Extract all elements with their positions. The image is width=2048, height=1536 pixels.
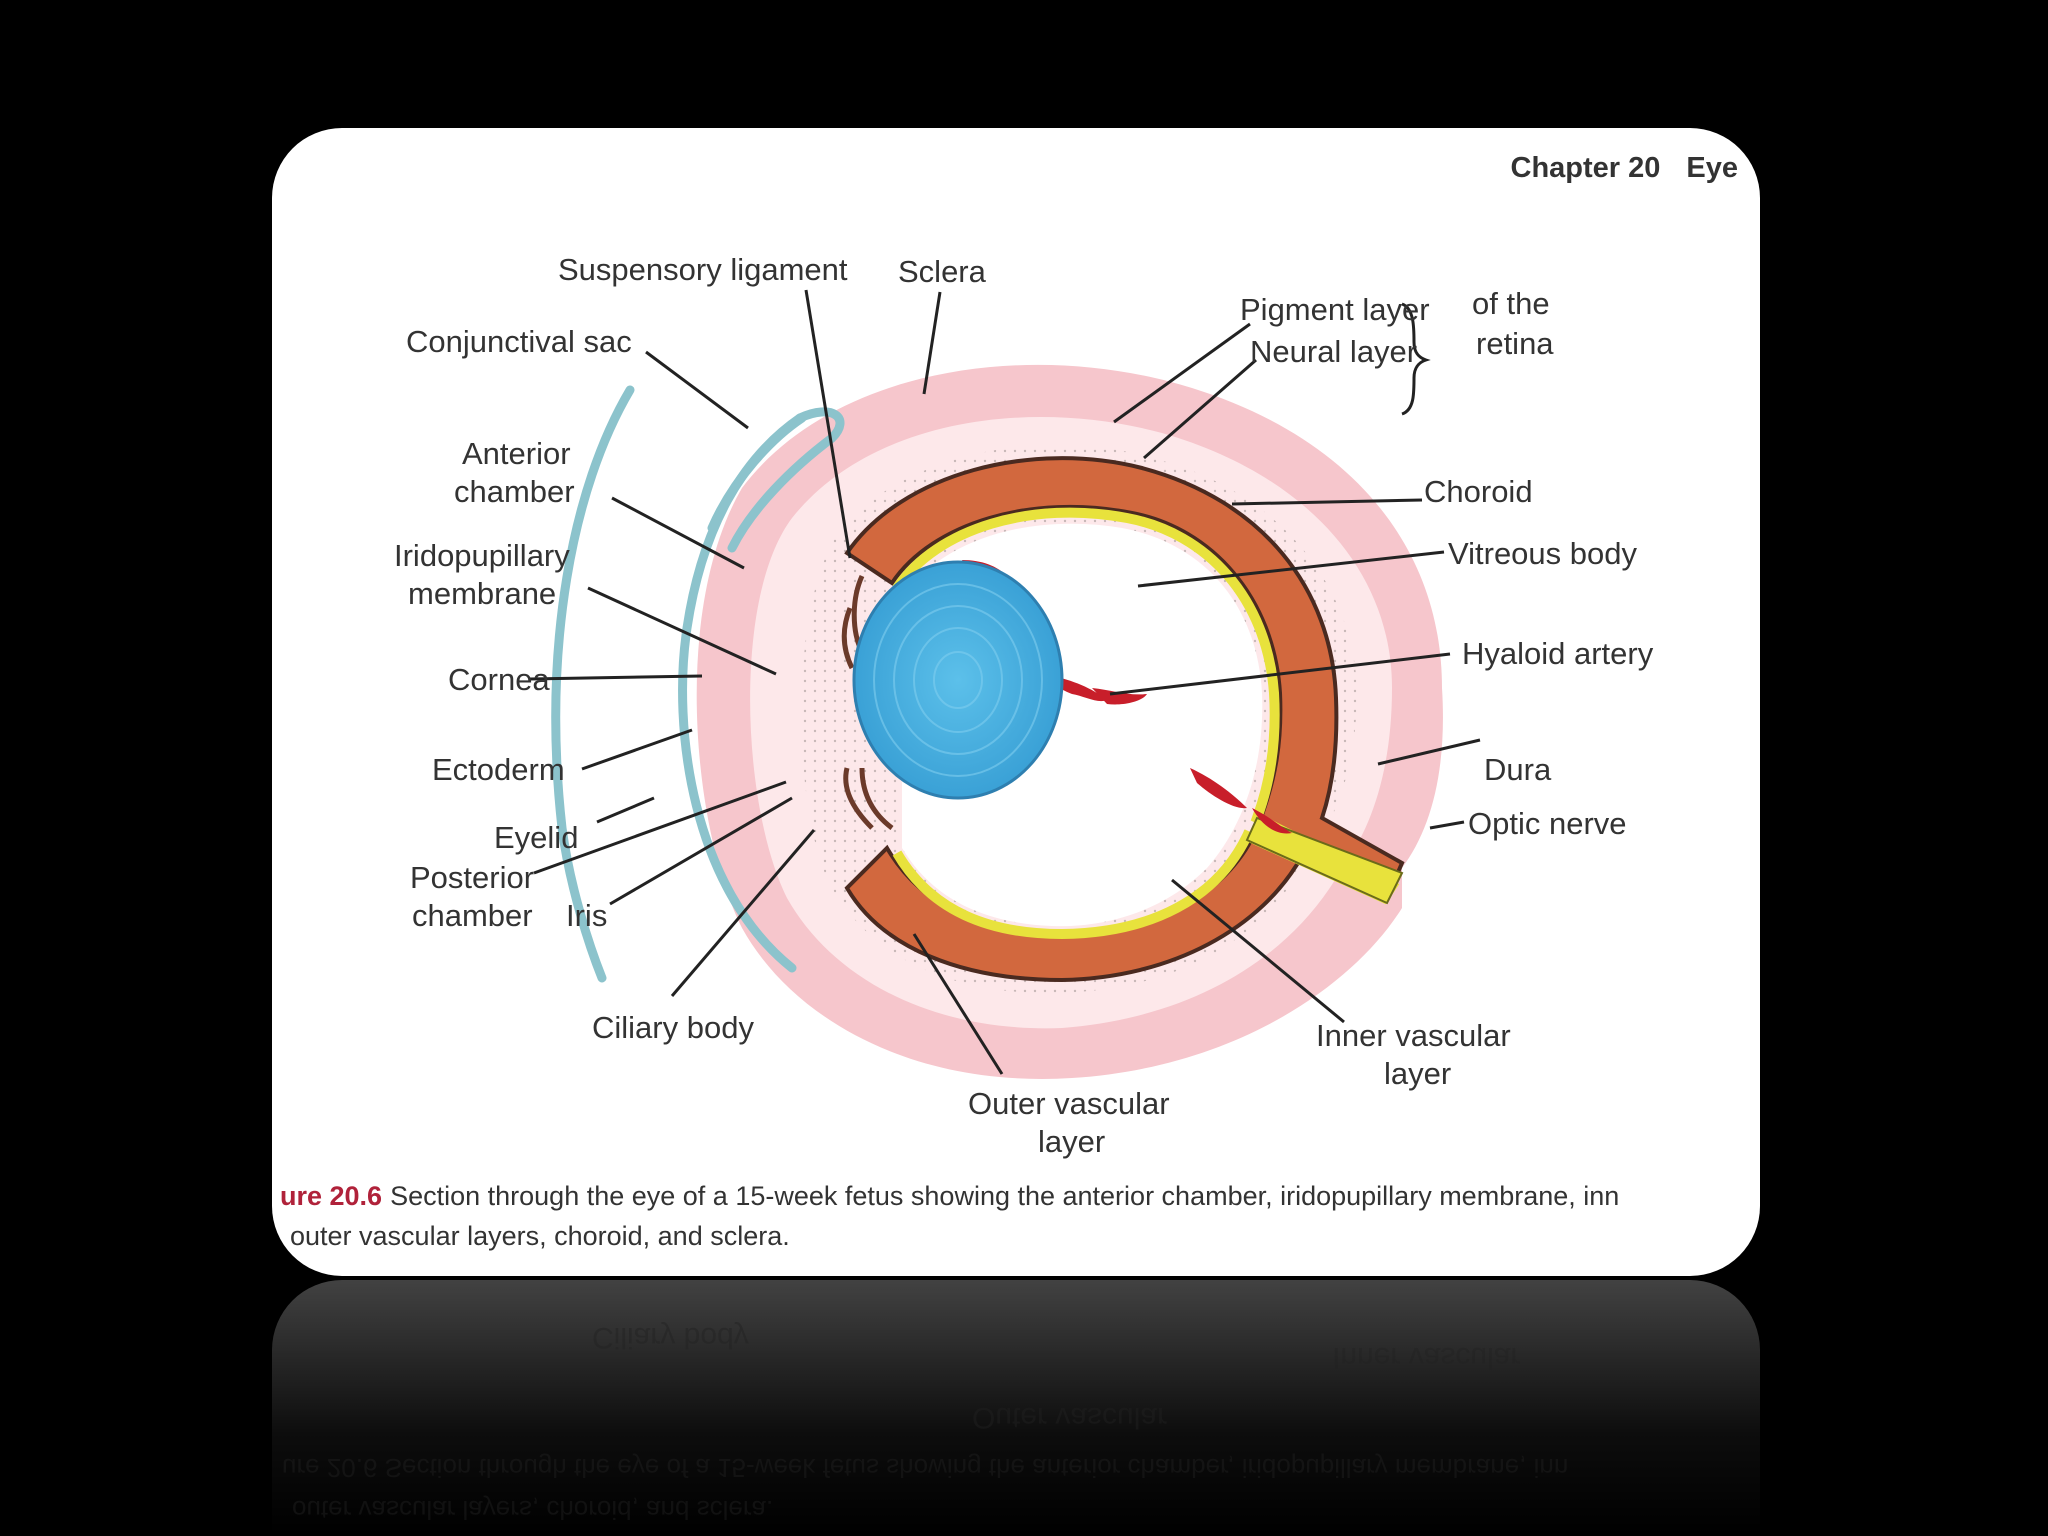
- lens: [852, 560, 1064, 800]
- retina-layer: [892, 507, 1400, 940]
- label-ciliary-body: Ciliary body: [592, 1010, 754, 1045]
- label-posterior-chamber: chamber: [412, 898, 533, 933]
- choroid-band: [844, 456, 1405, 983]
- label-cornea: Cornea: [448, 662, 550, 697]
- reflection-figure-number: ure 20.6: [282, 1453, 378, 1483]
- label-iris: Iris: [566, 898, 607, 933]
- label-dura: Dura: [1484, 752, 1552, 787]
- label-hyaloid-artery: Hyaloid artery: [1462, 636, 1654, 671]
- label-sclera: Sclera: [898, 254, 987, 289]
- label-outer-vascular: Outer vascular: [968, 1086, 1170, 1121]
- chapter-number: Chapter 20: [1510, 152, 1661, 184]
- caption-line-1: Section through the eye of a 15-week fet…: [390, 1181, 1620, 1211]
- iris-structures: [841, 574, 894, 830]
- label-inner-vascular: Inner vascular: [1316, 1018, 1511, 1053]
- label-outer-vascular-layer: layer: [1038, 1124, 1105, 1159]
- label-inner-vascular-layer: layer: [1384, 1056, 1451, 1091]
- optic-nerve: [1245, 816, 1404, 905]
- label-eyelid: Eyelid: [494, 820, 578, 855]
- reflection-inner-vascular: Inner vascular: [1332, 1341, 1521, 1374]
- reflection-caption-line-1: Section through the eye of a 15-week fet…: [384, 1453, 1569, 1483]
- label-of-the: of the: [1472, 286, 1550, 321]
- eyelid-curves: [551, 385, 807, 983]
- caption-line-2: outer vascular layers, choroid, and scle…: [290, 1221, 790, 1251]
- retina-brace: [1401, 302, 1431, 416]
- reflection-outer-vascular: Outer vascular: [972, 1401, 1168, 1434]
- conjunctival-sac: [727, 407, 845, 553]
- label-posterior: Posterior: [410, 860, 534, 895]
- label-suspensory-ligament: Suspensory ligament: [558, 252, 848, 287]
- reflection-ciliary-body: Ciliary body: [592, 1321, 749, 1354]
- label-neural-layer: Neural layer: [1250, 334, 1417, 369]
- label-vitreous-body: Vitreous body: [1448, 536, 1637, 571]
- reflection-caption-line-2: outer vascular layers, choroid, and scle…: [292, 1495, 774, 1525]
- reflection-content: ure 20.6 Section through the eye of a 15…: [272, 1280, 1760, 1536]
- label-optic-nerve: Optic nerve: [1468, 806, 1627, 841]
- slide-card: Chapter 20 Eye: [272, 128, 1760, 1276]
- label-anterior: Anterior: [462, 436, 571, 471]
- label-conjunctival-sac: Conjunctival sac: [406, 324, 632, 359]
- chapter-header: Chapter 20 Eye: [1485, 152, 1739, 185]
- eye-section-diagram: Suspensory ligament Sclera Conjunctival …: [394, 252, 1654, 1159]
- label-membrane: membrane: [408, 576, 556, 611]
- label-ectoderm: Ectoderm: [432, 752, 565, 787]
- label-choroid: Choroid: [1424, 474, 1533, 509]
- figure-number: ure 20.6: [280, 1181, 383, 1211]
- label-retina: retina: [1476, 326, 1554, 361]
- leader-lines: [529, 289, 1481, 1075]
- slide-reflection: ure 20.6 Section through the eye of a 15…: [272, 1280, 1760, 1536]
- label-pigment-layer: Pigment layer: [1240, 292, 1430, 327]
- chapter-title: Eye: [1686, 152, 1738, 184]
- label-anterior-chamber: chamber: [454, 474, 575, 509]
- label-iridopupillary: Iridopupillary: [394, 538, 570, 573]
